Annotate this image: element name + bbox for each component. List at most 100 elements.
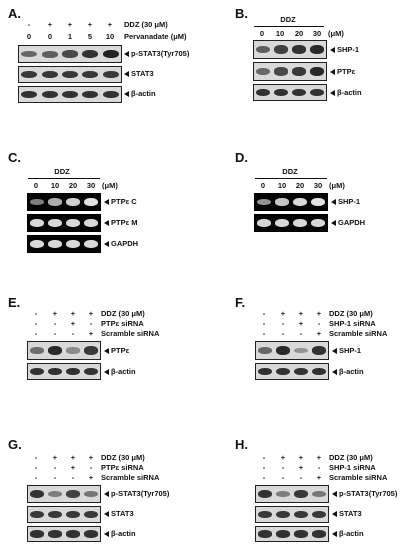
band [83, 239, 98, 249]
band [29, 510, 44, 519]
sign: - [71, 473, 75, 482]
band-label: STAT3 [104, 510, 134, 518]
band-label: GAPDH [104, 240, 138, 248]
sign: - [89, 319, 93, 328]
band [47, 490, 62, 498]
gel-c-2 [27, 235, 101, 253]
band-label: PTPε [104, 347, 129, 355]
panel-label-a: A. [8, 6, 21, 21]
band-label: SHP-1 [330, 46, 359, 54]
band [311, 530, 326, 538]
sign: - [34, 463, 38, 472]
band [275, 510, 290, 519]
arrow-left-icon [331, 220, 336, 226]
band [309, 67, 324, 76]
arrow-left-icon [330, 90, 335, 96]
sign: + [316, 453, 322, 462]
sign: + [316, 329, 322, 338]
band [309, 88, 324, 97]
sign: - [34, 329, 38, 338]
band [41, 50, 58, 58]
conc-value: 30 [86, 181, 96, 190]
arrow-left-icon [330, 69, 335, 75]
band [311, 367, 326, 376]
conc-value: 10 [50, 181, 60, 190]
band [255, 88, 270, 97]
band [311, 346, 326, 355]
sign: + [88, 309, 94, 318]
ddz-label: DDZ [54, 167, 70, 176]
band [65, 218, 80, 228]
sign: + [52, 453, 58, 462]
band-label: GAPDH [331, 219, 365, 227]
sign: - [34, 319, 38, 328]
gel-d-0 [254, 193, 328, 211]
band [47, 510, 62, 519]
band [29, 530, 44, 538]
perv-value: 10 [105, 32, 115, 41]
band [102, 49, 119, 59]
band [65, 367, 80, 376]
sign: + [316, 309, 322, 318]
band [257, 489, 272, 499]
arrow-left-icon [104, 369, 109, 375]
conc-value: 30 [313, 181, 323, 190]
blot-b-0 [253, 40, 327, 59]
ddz-label: DDZ (30 μM) [124, 20, 168, 29]
ddz-bracket-line [28, 178, 100, 179]
perv-value: 1 [67, 32, 73, 41]
band [257, 510, 272, 519]
perv-value: 0 [47, 32, 53, 41]
band-label: p-STAT3(Tyr705) [124, 50, 189, 58]
panel-label-f: F. [235, 295, 246, 310]
conc-value: 30 [312, 29, 322, 38]
unit-label: (μM) [102, 181, 118, 190]
band [29, 367, 44, 376]
blot-e-1 [27, 363, 101, 380]
sign: - [53, 319, 57, 328]
sign: - [53, 329, 57, 338]
blot-b-1 [253, 62, 327, 81]
blot-g-2 [27, 526, 101, 542]
band [83, 218, 98, 228]
row-label: DDZ (30 μM) [329, 453, 373, 462]
band [83, 510, 98, 519]
band [309, 45, 324, 54]
panel-label-h: H. [235, 437, 248, 452]
sign: - [262, 329, 266, 338]
band-label: PTPε C [104, 198, 137, 206]
sign: - [89, 463, 93, 472]
row-label: SHP-1 siRNA [329, 463, 376, 472]
panel-label-d: D. [235, 150, 248, 165]
band-label: β-actin [104, 368, 136, 376]
sign: + [70, 319, 76, 328]
sign: - [34, 453, 38, 462]
band [47, 198, 62, 206]
sign: - [262, 309, 266, 318]
band [275, 346, 290, 355]
band [274, 218, 289, 228]
band [102, 90, 119, 99]
band [41, 70, 58, 79]
conc-value: 20 [68, 181, 78, 190]
arrow-left-icon [104, 348, 109, 354]
conc-value: 0 [259, 29, 265, 38]
band [65, 239, 80, 249]
sign: + [280, 453, 286, 462]
band-label: β-actin [330, 89, 362, 97]
band-label: STAT3 [124, 70, 154, 78]
arrow-left-icon [104, 199, 109, 205]
ddz-sign: + [47, 20, 53, 29]
band-label: β-actin [332, 530, 364, 538]
row-label: Scramble siRNA [329, 473, 388, 482]
sign: + [298, 309, 304, 318]
band [83, 197, 98, 207]
band [65, 530, 80, 538]
band [83, 367, 98, 376]
band [293, 510, 308, 519]
band [65, 490, 80, 498]
band [274, 198, 289, 206]
band-label: SHP-1 [331, 198, 360, 206]
band [292, 197, 307, 207]
sign: - [34, 309, 38, 318]
